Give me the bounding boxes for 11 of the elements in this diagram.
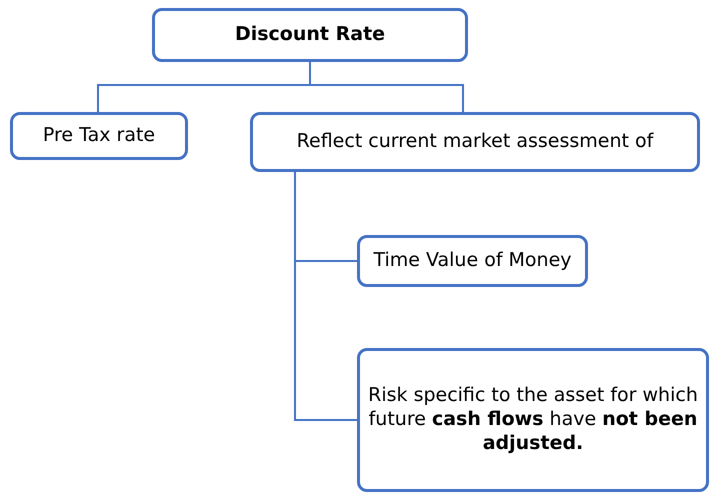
- process-box: [250, 112, 700, 172]
- node-text: Risk specific to the asset for which future cash flows have not been adjusted.: [367, 384, 699, 456]
- process-box: [10, 112, 188, 160]
- node-text: Discount Rate: [234, 23, 386, 47]
- node-text: Pre Tax rate: [42, 124, 156, 148]
- node-text: Reflect current market assessment of: [296, 130, 654, 154]
- process-box: [357, 235, 588, 287]
- title-box: [152, 8, 468, 62]
- node-text: Time Value of Money: [373, 249, 572, 273]
- process-box: [357, 348, 709, 492]
- connector-line: [294, 172, 357, 421]
